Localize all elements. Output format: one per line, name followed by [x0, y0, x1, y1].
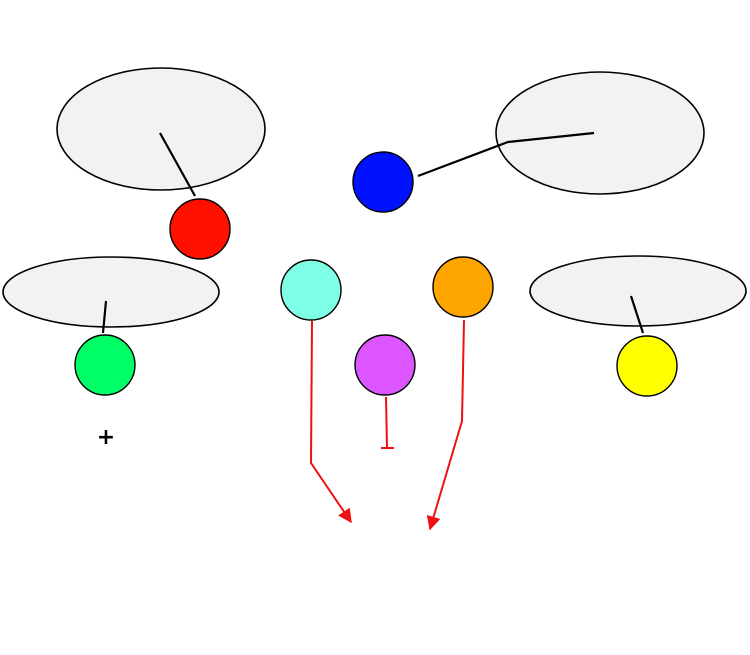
magenta-node-circle: [354, 334, 416, 396]
middle-left-region: [2, 256, 220, 328]
plus-sign-label: +: [97, 425, 115, 450]
cyan-node-circle: [280, 259, 342, 321]
yellow-node-circle: [616, 335, 678, 397]
top-right-region: [495, 71, 705, 195]
connector-top-right-to-blue: [417, 131, 595, 178]
arrow-cyan-downward: [309, 320, 352, 524]
connector-middle-left-to-green: [101, 300, 108, 334]
middle-right-region: [529, 255, 747, 327]
orange-node-circle: [432, 256, 494, 318]
blue-node-circle: [352, 151, 414, 213]
top-left-region: [56, 67, 266, 191]
arrow-orange-downward: [426, 319, 465, 531]
inhibition-stem-magenta: [385, 396, 388, 449]
red-node-circle: [169, 198, 231, 260]
connector-top-left-to-red: [159, 132, 196, 197]
connector-middle-right-to-yellow: [629, 295, 645, 334]
green-node-circle: [74, 334, 136, 396]
